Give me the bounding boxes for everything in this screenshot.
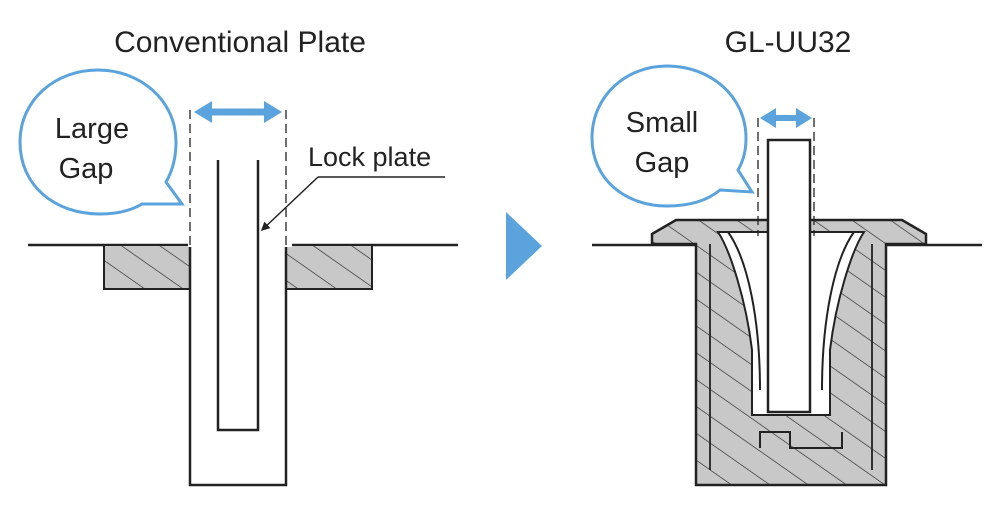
conventional-plate-left-block [103,244,191,290]
small-gap-bubble: Small Gap [590,64,755,208]
large-gap-text-line2: Gap [59,153,114,185]
small-gap-text-line1: Small [626,107,699,139]
transition-arrow [506,212,542,280]
grommet-flex-arm-right [821,231,855,391]
large-gap-bubble: Large Gap [18,68,185,216]
small-gap-text-line2: Gap [635,147,690,179]
large-gap-arrow [194,101,282,123]
conventional-plate-right-block [285,244,373,290]
conventional-plate-panel: Conventional Plate Lock plate Large Gap [18,26,458,487]
grommet-flex-arm-left [727,231,761,391]
grommet-bottom-catch [759,431,843,449]
gl-uu32-title: GL-UU32 [725,26,852,59]
gl-uu32-panel: GL-UU32 Small Gap [590,26,982,487]
lock-plate-right [766,138,812,414]
large-gap-text-line1: Large [55,113,129,145]
hole-outline-left [188,243,288,487]
lock-plate-left [216,160,260,432]
small-gap-arrow [760,108,812,128]
lock-plate-label: Lock plate [308,142,431,172]
conventional-plate-title: Conventional Plate [114,26,366,59]
